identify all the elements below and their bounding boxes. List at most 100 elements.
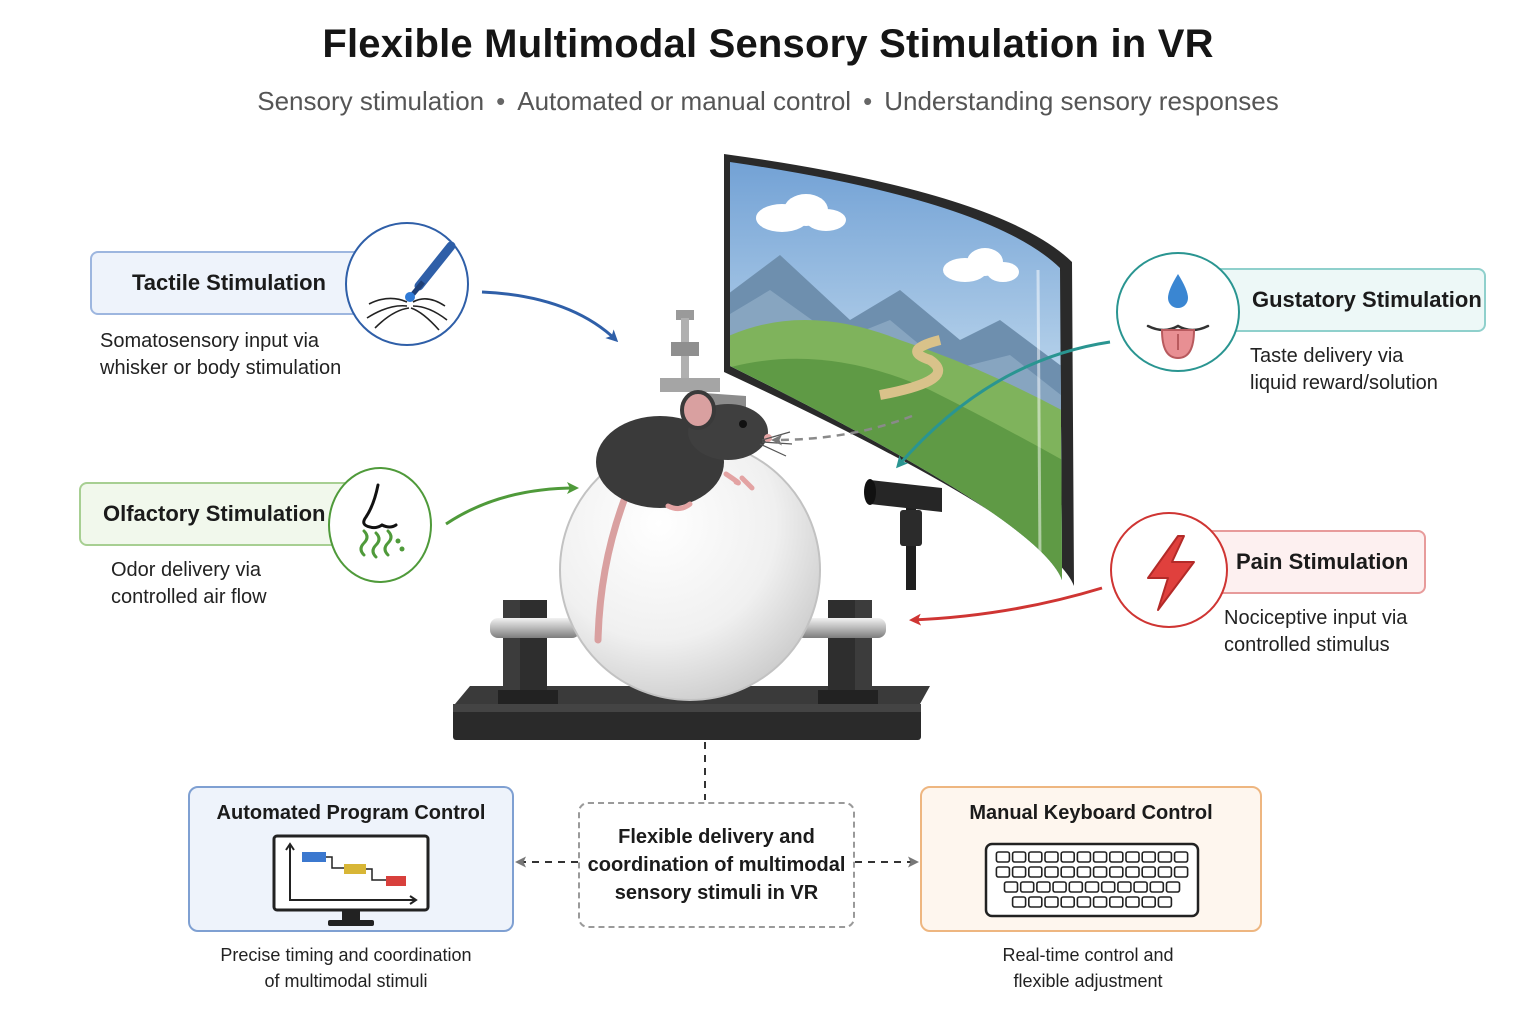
- pain-title: Pain Stimulation: [1236, 549, 1409, 574]
- keyboard-key: [1092, 851, 1108, 863]
- keyboard-key: [1044, 896, 1059, 908]
- keyboard-key: [1141, 866, 1156, 878]
- keyboard-key: [1173, 851, 1189, 863]
- gustatory-desc-line: liquid reward/solution: [1250, 372, 1438, 394]
- coordination-line: Flexible delivery and: [618, 826, 815, 848]
- keyboard-key: [1092, 896, 1108, 908]
- tactile-description: Somatosensory input via whisker or body …: [100, 328, 341, 382]
- page-subtitle: Sensory stimulation • Automated or manual …: [0, 86, 1536, 117]
- automated-caption-line: of multimodal stimuli: [264, 971, 428, 991]
- keyboard-icon: [984, 842, 1200, 918]
- coordination-line: sensory stimuli in VR: [614, 882, 819, 904]
- keyboard-key: [995, 851, 1011, 863]
- manual-control-panel: Manual Keyboard Control: [920, 786, 1262, 932]
- keyboard-key: [1003, 881, 1019, 893]
- keyboard-key: [1076, 866, 1092, 878]
- keyboard-key: [1149, 881, 1165, 893]
- keyboard-key: [1157, 896, 1173, 908]
- keyboard-key: [1157, 866, 1173, 878]
- gustatory-icon-circle: [1116, 252, 1240, 372]
- probe-whisker-icon: [366, 241, 456, 331]
- keyboard-key: [1027, 851, 1043, 863]
- olfactory-arrow: [445, 482, 579, 526]
- keyboard-key: [1060, 851, 1075, 863]
- subtitle-item-3: Understanding sensory responses: [884, 86, 1279, 116]
- monitor-timeline-icon: [272, 834, 430, 926]
- keyboard-key: [1141, 896, 1156, 908]
- keyboard-key: [1165, 881, 1181, 893]
- keyboard-key: [1027, 866, 1043, 878]
- olfactory-icon-circle: [328, 467, 432, 583]
- keyboard-key: [1125, 896, 1140, 908]
- keyboard-key: [1027, 896, 1043, 908]
- keyboard-key: [1036, 881, 1051, 893]
- lightning-icon: [1147, 535, 1195, 611]
- pain-icon-circle: [1110, 512, 1228, 628]
- keyboard-key: [1084, 881, 1100, 893]
- visual-arrow: [771, 414, 913, 446]
- automated-control-caption: Precise timing and coordination of multi…: [188, 942, 504, 994]
- nose-odor-icon: [359, 483, 405, 559]
- olfactory-desc-line: controlled air flow: [111, 586, 267, 608]
- keyboard-key: [1076, 896, 1092, 908]
- keyboard-key: [1092, 866, 1108, 878]
- page-title: Flexible Multimodal Sensory Stimulation …: [322, 22, 1214, 66]
- gustatory-arrow: [896, 340, 1111, 469]
- keyboard-key: [1157, 851, 1173, 863]
- keyboard-key: [1011, 866, 1027, 878]
- keyboard-key: [1076, 851, 1092, 863]
- keyboard-key: [1052, 881, 1067, 893]
- keyboard-key: [1109, 896, 1124, 908]
- tactile-desc-line: whisker or body stimulation: [100, 357, 342, 379]
- pain-desc-line: controlled stimulus: [1224, 634, 1390, 656]
- tactile-desc-line: Somatosensory input via: [100, 330, 320, 352]
- tactile-arrow: [481, 290, 619, 343]
- keyboard-key: [1011, 851, 1027, 863]
- pain-description: Nociceptive input via controlled stimulu…: [1224, 605, 1407, 659]
- subtitle-separator: •: [496, 86, 506, 116]
- manual-caption-line: Real-time control and: [1002, 945, 1174, 965]
- keyboard-key: [1133, 881, 1148, 893]
- automated-control-panel: Automated Program Control: [188, 786, 514, 932]
- keyboard-key: [1141, 851, 1156, 863]
- coordination-line: coordination of multimodal: [587, 854, 846, 876]
- subtitle-item-1: Sensory stimulation: [257, 86, 485, 116]
- pain-desc-line: Nociceptive input via: [1224, 607, 1408, 629]
- keyboard-key: [1019, 881, 1035, 893]
- automated-control-title: Automated Program Control: [216, 802, 486, 824]
- coordination-box: Flexible delivery and coordination of mu…: [578, 802, 855, 928]
- tactile-icon-circle: [345, 222, 469, 346]
- drop-tongue-icon: [1146, 274, 1210, 360]
- camera: [864, 479, 942, 590]
- manual-control-caption: Real-time control and flexible adjustmen…: [930, 942, 1246, 994]
- subtitle-item-2: Automated or manual control: [517, 86, 852, 116]
- keyboard-key: [1060, 866, 1075, 878]
- subtitle-separator: •: [863, 86, 873, 116]
- keyboard-key: [1109, 866, 1124, 878]
- gustatory-desc-line: Taste delivery via: [1250, 345, 1404, 367]
- keyboard-key: [995, 866, 1011, 878]
- gustatory-title: Gustatory Stimulation: [1252, 287, 1482, 312]
- keyboard-key: [1060, 896, 1075, 908]
- keyboard-key: [1173, 866, 1189, 878]
- gustatory-description: Taste delivery via liquid reward/solutio…: [1250, 343, 1438, 397]
- keyboard-key: [1044, 866, 1059, 878]
- tactile-title: Tactile Stimulation: [132, 270, 326, 295]
- automated-caption-line: Precise timing and coordination: [220, 945, 472, 965]
- keyboard-key: [1125, 851, 1140, 863]
- keyboard-key: [1109, 851, 1124, 863]
- keyboard-key: [1125, 866, 1140, 878]
- mouse: [594, 390, 793, 644]
- olfactory-label: Olfactory Stimulation: [79, 482, 359, 546]
- keyboard-key: [1044, 851, 1059, 863]
- keyboard-key: [1117, 881, 1132, 893]
- pain-arrow: [909, 586, 1103, 626]
- manual-control-title: Manual Keyboard Control: [969, 802, 1213, 824]
- keyboard-key: [1068, 881, 1084, 893]
- olfactory-title: Olfactory Stimulation: [103, 501, 326, 526]
- manual-caption-line: flexible adjustment: [1013, 971, 1163, 991]
- tactile-label: Tactile Stimulation: [90, 251, 380, 315]
- keyboard-key: [1011, 896, 1027, 908]
- olfactory-desc-line: Odor delivery via: [111, 559, 262, 581]
